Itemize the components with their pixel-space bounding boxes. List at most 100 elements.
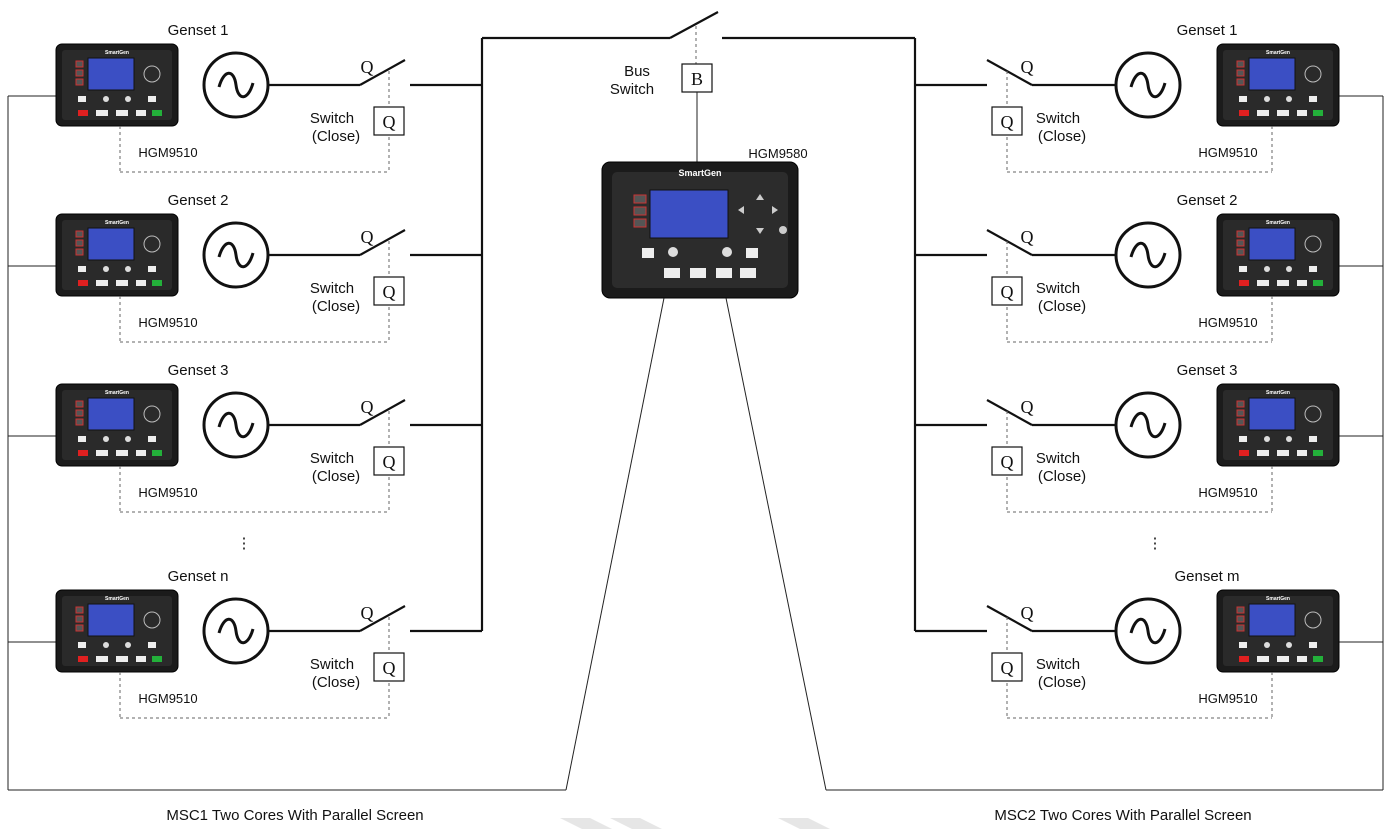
- right-genset-name: Genset m: [1174, 568, 1239, 585]
- main-controller-brand: SmartGen: [678, 168, 721, 178]
- left-switch-label-line2: (Close): [312, 298, 360, 315]
- right-controller-model: HGM9510: [1198, 691, 1257, 706]
- right-switch-label-line1: Switch: [1036, 280, 1080, 297]
- right-switch-symbol: Q: [1001, 282, 1014, 302]
- left-genset-1-brand: SmartGen: [105, 50, 129, 56]
- main-controller-model: HGM9580: [748, 146, 807, 161]
- right-genset-1-screen: [1248, 57, 1296, 91]
- left-controller-model: HGM9510: [138, 145, 197, 160]
- right-switch-label-line2: (Close): [1038, 298, 1086, 315]
- left-controller-model: HGM9510: [138, 691, 197, 706]
- right-genset-4-generator-symbol: [1114, 597, 1182, 665]
- right-switch-symbol: Q: [1001, 658, 1014, 678]
- right-switch-label-line2: (Close): [1038, 128, 1086, 145]
- right-genset-2-controller: SmartGen: [1216, 213, 1340, 297]
- right-switch-label-line2: (Close): [1038, 674, 1086, 691]
- left-switch-symbol: Q: [383, 658, 396, 678]
- left-genset-4-generator-symbol: [202, 597, 270, 665]
- left-genset-2-brand: SmartGen: [105, 220, 129, 226]
- right-switch-blade-symbol: Q: [1021, 227, 1034, 247]
- right-genset-4-controller: SmartGen: [1216, 589, 1340, 673]
- left-switch-blade-symbol: Q: [361, 603, 374, 623]
- right-switch-label-line1: Switch: [1036, 110, 1080, 127]
- right-switch-blade-symbol: Q: [1021, 397, 1034, 417]
- left-switch-label-line1: Switch: [310, 110, 354, 127]
- left-genset-name: Genset n: [168, 568, 229, 585]
- left-switch-symbol: Q: [383, 282, 396, 302]
- left-controller-model: HGM9510: [138, 485, 197, 500]
- left-genset-2-controller: SmartGen: [55, 213, 179, 297]
- right-ellipsis: ⋮: [1148, 535, 1163, 552]
- left-switch-label-line1: Switch: [310, 280, 354, 297]
- left-genset-2-screen: [87, 227, 135, 261]
- left-switch-label-line2: (Close): [312, 674, 360, 691]
- left-genset-1-generator-symbol: [202, 51, 270, 119]
- left-switch-label-line2: (Close): [312, 468, 360, 485]
- bus-switch-label-line2: Switch: [610, 81, 654, 98]
- right-genset-name: Genset 2: [1177, 192, 1238, 209]
- left-switch-label-line2: (Close): [312, 128, 360, 145]
- right-genset-1-controller: SmartGen: [1216, 43, 1340, 127]
- right-side-label: MSC2 Two Cores With Parallel Screen: [994, 807, 1251, 824]
- left-genset-3-controller: SmartGen: [55, 383, 179, 467]
- right-genset-4-brand: SmartGen: [1266, 596, 1290, 602]
- right-genset-name: Genset 3: [1177, 362, 1238, 379]
- left-genset-name: Genset 2: [168, 192, 229, 209]
- left-genset-1-screen: [87, 57, 135, 91]
- left-switch-label-line1: Switch: [310, 450, 354, 467]
- right-genset-name: Genset 1: [1177, 22, 1238, 39]
- left-genset-3-generator-symbol: [202, 391, 270, 459]
- comm-lines: [7, 96, 1384, 791]
- left-switch-symbol: Q: [383, 452, 396, 472]
- left-switch-blade-symbol: Q: [361, 397, 374, 417]
- right-genset-2-generator-symbol: [1114, 221, 1182, 289]
- main-controller-screen: [649, 189, 729, 239]
- left-ellipsis: ⋮: [237, 535, 252, 552]
- left-genset-3-brand: SmartGen: [105, 390, 129, 396]
- left-genset-4-brand: SmartGen: [105, 596, 129, 602]
- right-switch-symbol: Q: [1001, 112, 1014, 132]
- right-genset-2-brand: SmartGen: [1266, 220, 1290, 226]
- bus-switch-symbol: B: [691, 69, 703, 89]
- right-switch-symbol: Q: [1001, 452, 1014, 472]
- bus-switch-label-line1: Bus: [624, 63, 650, 80]
- right-genset-3-brand: SmartGen: [1266, 390, 1290, 396]
- right-controller-model: HGM9510: [1198, 485, 1257, 500]
- left-switch-blade-symbol: Q: [361, 57, 374, 77]
- left-genset-2-generator-symbol: [202, 221, 270, 289]
- left-side-label: MSC1 Two Cores With Parallel Screen: [166, 807, 423, 824]
- right-controller-model: HGM9510: [1198, 315, 1257, 330]
- right-genset-2-screen: [1248, 227, 1296, 261]
- right-genset-3-controller: SmartGen: [1216, 383, 1340, 467]
- left-genset-4-controller: SmartGen: [55, 589, 179, 673]
- right-switch-label-line2: (Close): [1038, 468, 1086, 485]
- right-genset-3-generator-symbol: [1114, 391, 1182, 459]
- bus-switch-box: B: [681, 63, 713, 162]
- left-genset-name: Genset 3: [168, 362, 229, 379]
- right-genset-1-generator-symbol: [1114, 51, 1182, 119]
- left-genset-name: Genset 1: [168, 22, 229, 39]
- main-controller: SmartGen: [601, 161, 799, 299]
- right-genset-3-screen: [1248, 397, 1296, 431]
- main-bus: [480, 11, 917, 631]
- right-switch-blade-symbol: Q: [1021, 57, 1034, 77]
- left-controller-model: HGM9510: [138, 315, 197, 330]
- right-switch-blade-symbol: Q: [1021, 603, 1034, 623]
- left-switch-label-line1: Switch: [310, 656, 354, 673]
- right-genset-1-brand: SmartGen: [1266, 50, 1290, 56]
- left-genset-1-controller: SmartGen: [55, 43, 179, 127]
- right-switch-label-line1: Switch: [1036, 656, 1080, 673]
- left-genset-4-screen: [87, 603, 135, 637]
- right-controller-model: HGM9510: [1198, 145, 1257, 160]
- left-switch-symbol: Q: [383, 112, 396, 132]
